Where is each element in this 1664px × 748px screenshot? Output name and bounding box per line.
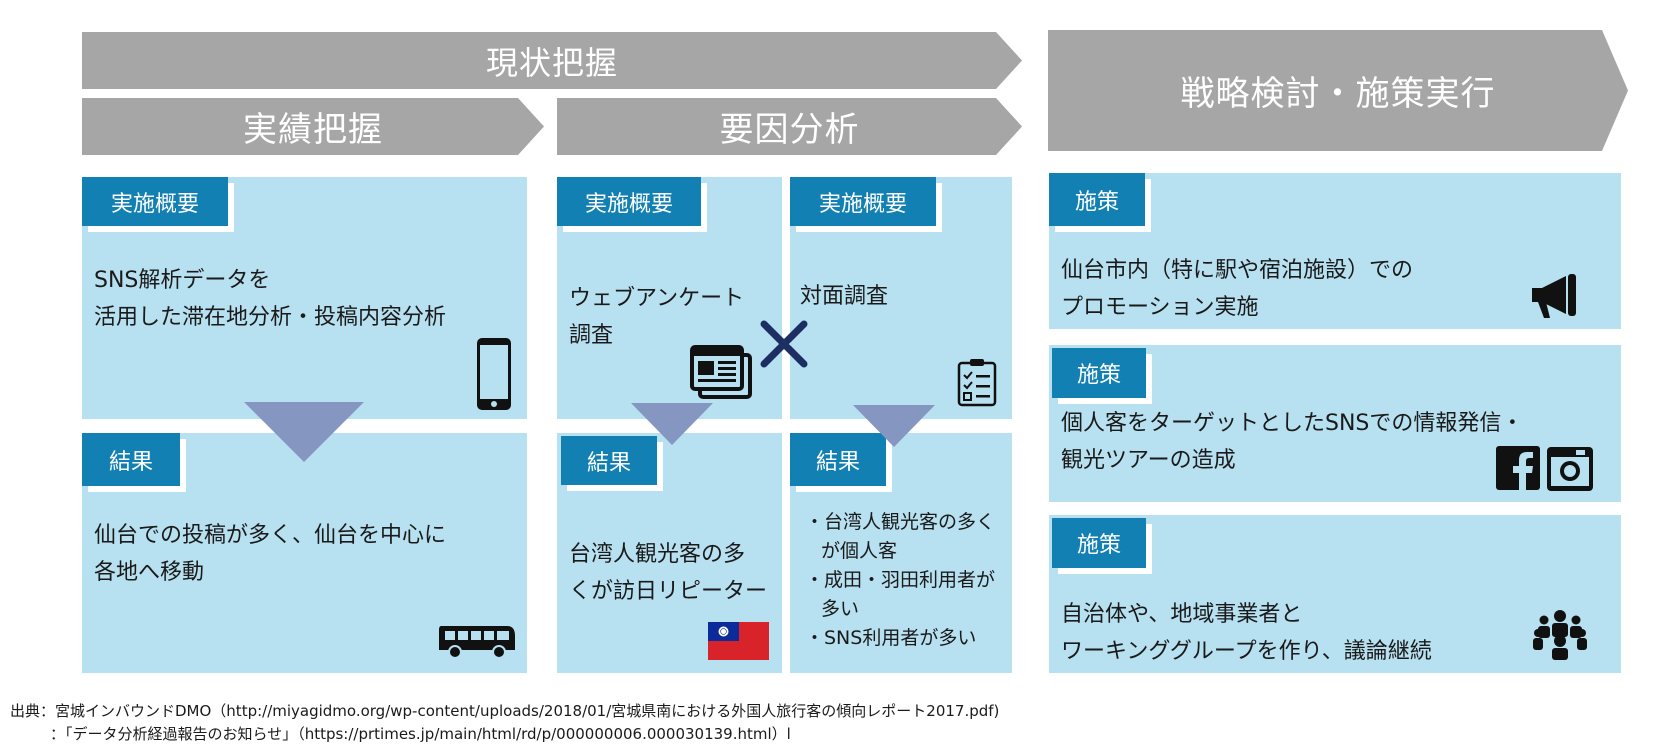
group-meeting-icon [1532,608,1588,664]
col1-summary-text: SNS解析データを 活用した滞在地分析・投稿内容分析 [94,268,447,330]
col3-result-tag: 結果 [790,433,886,486]
phase-strategy-label: 戦略検討・施策実行 [1180,74,1496,114]
phase-actual-label: 実績把握 [243,110,383,150]
col2-summary-tag: 実施概要 [557,177,701,226]
bus-icon [437,622,517,664]
phase-strategy-arrow: 戦略検討・施策実行 [1048,30,1628,151]
megaphone-icon [1528,272,1580,326]
measure-3-tag: 施策 [1052,518,1146,568]
phase-factor-label: 要因分析 [719,110,860,150]
col3-summary-tag: 実施概要 [790,177,936,226]
camera-icon [1546,446,1594,496]
col1-result-tag: 結果 [82,433,180,486]
col2-result-text: 台湾人観光客の多 くが訪日リピーター [569,542,768,604]
phase-current-label: 現状把握 [485,43,618,82]
measure-1-tag: 施策 [1049,173,1145,226]
source-line-1: 出典：宮城インバウンドDMO（http://miyagidmo.org/wp-c… [10,702,1000,720]
col3-result-list: ・台湾人観光客の多く が個人客 ・成田・羽田利用者が 多い ・SNS利用者が多い [805,511,996,649]
col2-result-tag: 結果 [561,436,657,485]
source-line-2: ：「データ分析経過報告のお知らせ」（https://prtimes.jp/mai… [50,725,791,743]
measure-2-text: 個人客をターゲットとしたSNSでの情報発信・ 観光ツアーの造成 [1061,411,1524,473]
measure-3-text: 自治体や、地域事業者と ワーキンググループを作り、議論継続 [1061,602,1432,664]
phase-current-arrow: 現状把握 [82,32,1022,89]
measure-2-tag: 施策 [1052,348,1146,398]
col1-summary-tag: 実施概要 [82,177,228,226]
checklist-icon [957,357,997,411]
phase-factor-arrow: 要因分析 [557,98,1022,155]
facebook-icon [1496,446,1540,494]
col3-summary-text: 対面調査 [800,284,889,309]
survey-browser-icon [690,345,754,405]
cross-icon [758,318,810,374]
smartphone-icon [476,337,512,415]
measure-1-text: 仙台市内（特に駅や宿泊施設）での プロモーション実施 [1061,258,1414,320]
taiwan-flag-icon [708,622,769,664]
phase-actual-arrow: 実績把握 [82,98,544,155]
col1-result-text: 仙台での投稿が多く、仙台を中心に 各地へ移動 [94,523,447,585]
col2-summary-text: ウェブアンケート 調査 [569,286,745,348]
